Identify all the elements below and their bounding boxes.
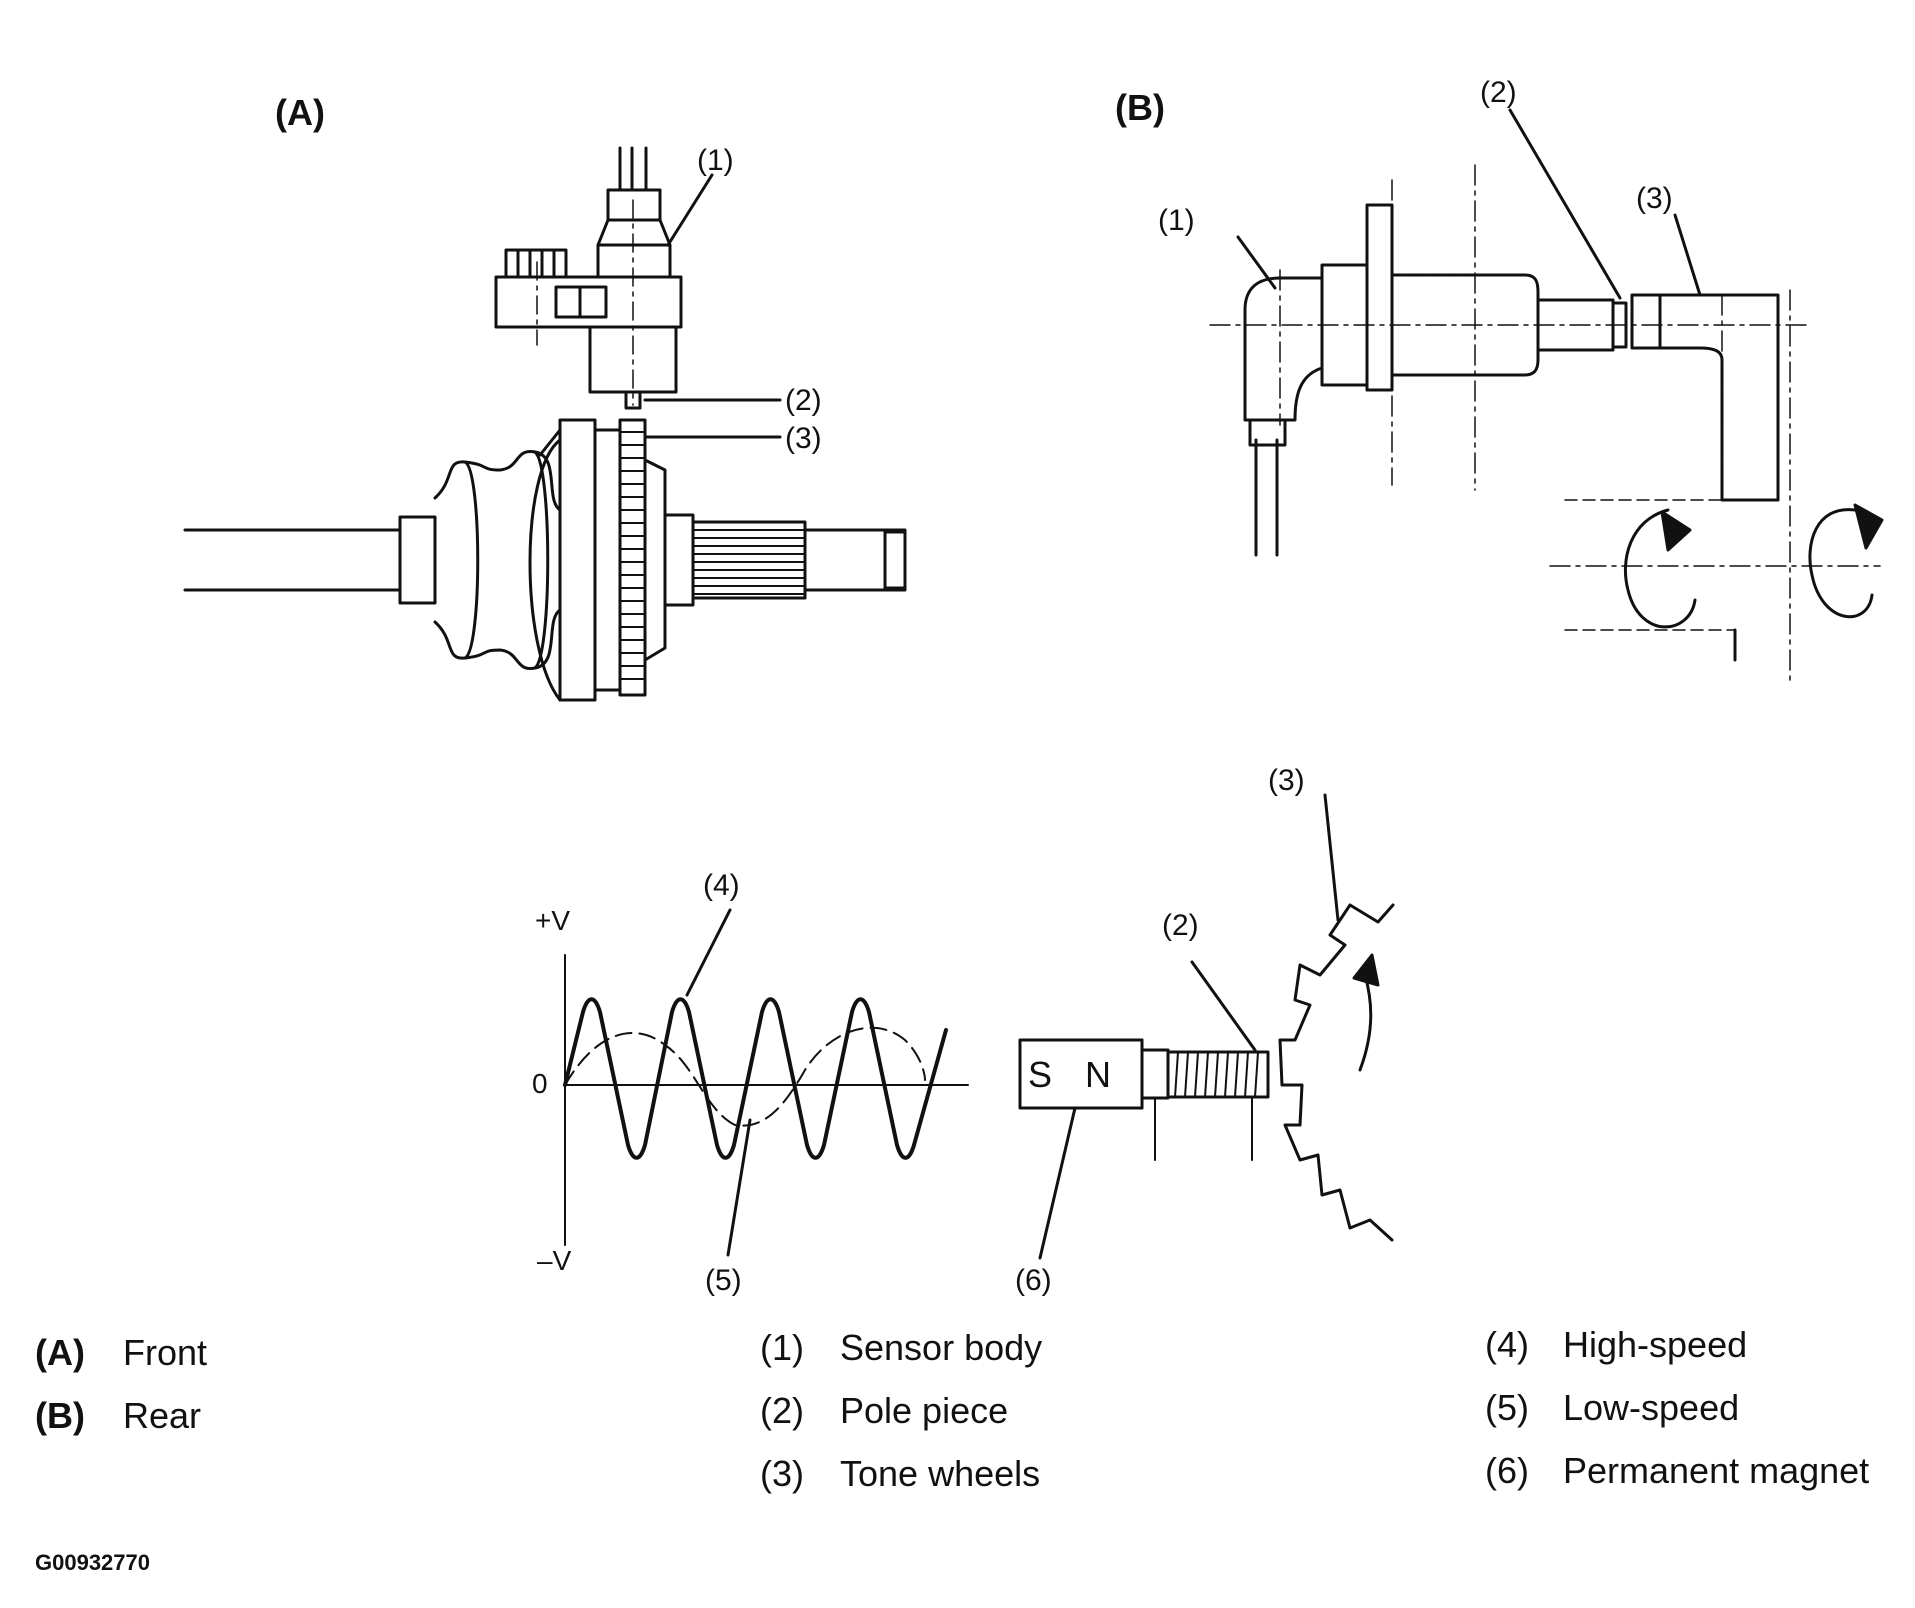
legend-text-2: Pole piece [840,1390,1008,1431]
legend-text-3: Tone wheels [840,1453,1040,1494]
axis-zero: 0 [532,1068,548,1099]
rear-sensor-drawing [1209,108,1884,681]
legend-text-1: Sensor body [840,1327,1042,1368]
callout-c2: (2) [1162,909,1199,942]
low-speed-waveform [564,1026,926,1127]
callout-a2: (2) [785,384,822,417]
axis-minus-v: –V [537,1245,572,1276]
legend-key-a: (A) [35,1332,85,1373]
labels: (A) (B) (1) (2) (3) (1) (2) (3) (3) (2) … [35,76,1869,1575]
callout-c5: (5) [705,1264,742,1297]
legend-key-6: (6) [1485,1450,1529,1491]
magnet-north: N [1085,1054,1111,1095]
axis-plus-v: +V [535,905,570,936]
callout-a3: (3) [785,422,822,455]
legend-key-2: (2) [760,1390,804,1431]
callout-b3: (3) [1636,182,1673,215]
legend-key-4: (4) [1485,1324,1529,1365]
legend-key-3: (3) [760,1453,804,1494]
legend-key-5: (5) [1485,1387,1529,1428]
figure-code: G00932770 [35,1550,150,1575]
magnet-south: S [1028,1054,1052,1095]
panel-b-label: (B) [1115,87,1165,128]
front-axle-drawing [183,146,907,702]
callout-c6: (6) [1015,1264,1052,1297]
legend-text-5: Low-speed [1563,1387,1739,1428]
high-speed-waveform [563,997,948,1160]
front-tone-wheel [618,418,647,697]
legend-text-6: Permanent magnet [1563,1450,1869,1491]
tone-wheel-teeth [1278,903,1395,1242]
waveform-graph [563,908,969,1257]
magnetic-sensor-drawing [1018,793,1395,1260]
callout-a1: (1) [697,144,734,177]
callout-c3: (3) [1268,764,1305,797]
legend-text-4: High-speed [1563,1324,1747,1365]
legend-key-1: (1) [760,1327,804,1368]
legend-text-a: Front [123,1332,207,1373]
callout-b2: (2) [1480,76,1517,109]
callout-b1: (1) [1158,204,1195,237]
callout-c4: (4) [703,869,740,902]
legend-key-b: (B) [35,1395,85,1436]
legend-text-b: Rear [123,1395,201,1436]
panel-a-label: (A) [275,92,325,133]
